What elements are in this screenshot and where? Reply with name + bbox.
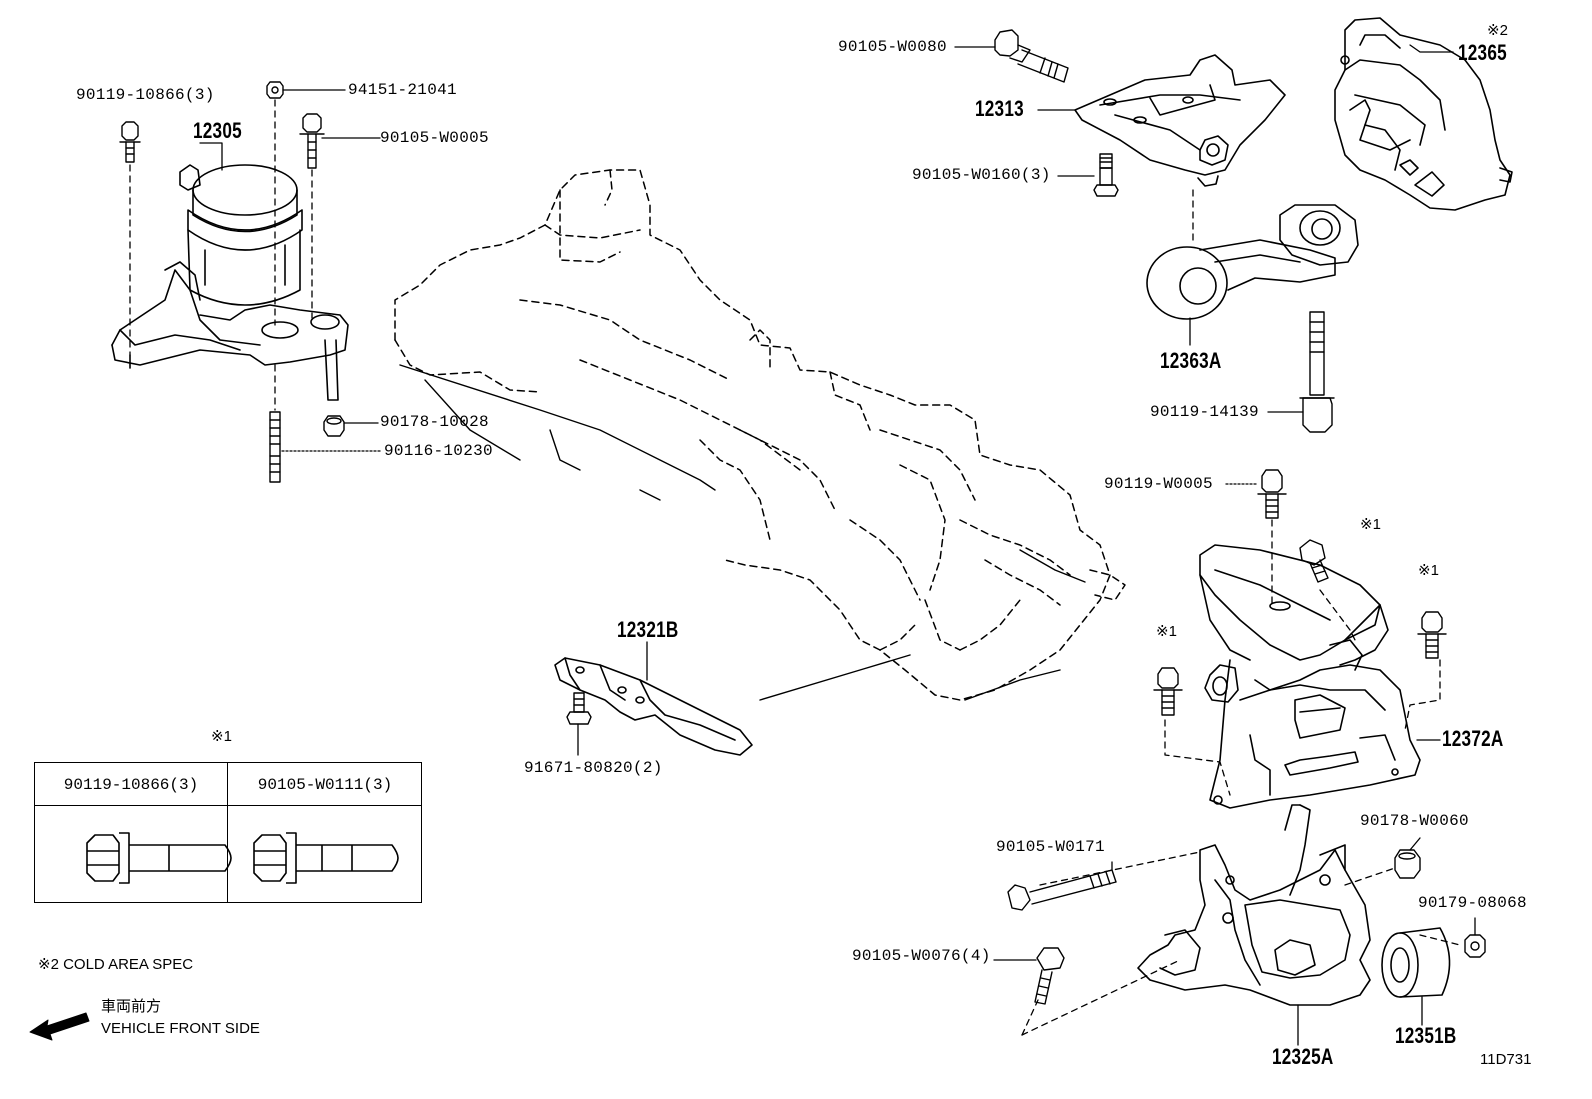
part-12325A-bracket [1137,804,1371,1006]
nut-90178-W0060 [1394,849,1421,879]
bolt-91671-80820 [566,692,592,725]
part-12363A-rod [1146,204,1359,320]
label-90116-10230: 90116-10230 [384,442,493,460]
bolt-90105-W0171 [1007,869,1117,911]
label-12363A: 12363A [1160,348,1222,373]
part-12325A-dashed [1021,851,1461,1036]
bolt-90105-W0080 [994,29,1069,83]
note-mark-1-right: ※1 [1418,562,1439,579]
bolt-note1-right [1417,611,1447,659]
note-mark-2: ※2 [1487,22,1508,39]
engine-solid-edges [399,364,1086,701]
bolt-note1-top [1299,539,1329,583]
part-12313-bracket [1074,54,1286,187]
front-label-jp: 車両前方 [101,998,162,1015]
label-12351B: 12351B [1395,1023,1457,1048]
label-12313: 12313 [975,96,1024,121]
label-90105-W0171: 90105-W0171 [996,838,1105,856]
bolt-90105-W0005 [299,113,325,169]
figure-code: 11D731 [1480,1051,1532,1068]
part-12372A-mount [1199,544,1421,809]
note-mark-1-left: ※1 [1156,623,1177,640]
label-90178-10028: 90178-10028 [380,413,489,431]
legend-table: 90119-10866(3) 90105-W0111(3) [34,762,422,903]
label-90178-W0060: 90178-W0060 [1360,812,1469,830]
bolt-note1-left [1153,667,1183,716]
front-label-en: VEHICLE FRONT SIDE [101,1020,260,1037]
bolt-90105-W0160 [1093,153,1119,197]
label-90119-14139: 90119-14139 [1150,403,1259,421]
label-12321B: 12321B [617,617,679,642]
label-12365: 12365 [1458,40,1507,65]
label-90105-W0005: 90105-W0005 [380,129,489,147]
label-90105-W0080: 90105-W0080 [838,38,947,56]
nut-90179-08068 [1464,934,1486,958]
label-12372A: 12372A [1442,726,1504,751]
bolt-90105-W0076 [1034,947,1065,1005]
label-94151-21041: 94151-21041 [348,81,457,99]
bolt-90119-10866 [119,121,141,163]
legend-col-1: 90119-10866(3) [35,763,232,902]
legend-col-2: 90105-W0111(3) [227,763,422,902]
label-90119-W0005: 90119-W0005 [1104,475,1213,493]
front-arrow [29,1012,90,1041]
part-12321B-bracket [554,657,753,756]
label-91671-80820-2: 91671-80820(2) [524,759,663,777]
legend-bolt-icon-1 [86,832,232,884]
nut-90178-10028 [323,415,345,437]
bolt-90119-W0005 [1257,469,1287,519]
nut-94151-21041 [266,81,284,99]
engine-outline [394,169,1126,701]
label-90119-10866-3: 90119-10866(3) [76,86,215,104]
note-mark-1-top: ※1 [1360,516,1381,533]
cold-area-note: ※2 COLD AREA SPEC [38,956,194,973]
part-12305-dashed-leaders [129,99,313,411]
part-12365-cover [1334,17,1513,211]
part-12372A-dashed [1164,519,1441,796]
label-90105-W0160-3: 90105-W0160(3) [912,166,1051,184]
stud-90116-10230 [269,411,281,483]
label-12305: 12305 [193,118,242,143]
label-12325A: 12325A [1272,1044,1334,1069]
legend-bolt-icon-2 [253,832,399,884]
part-12305-mount [111,164,349,401]
leader-lines [199,44,1476,1046]
legend-col-1-header: 90119-10866(3) [63,776,199,794]
part-12351B-bushing [1381,927,1451,998]
label-90105-W0076-4: 90105-W0076(4) [852,947,991,965]
legend-title-mark: ※1 [211,728,232,745]
bolt-90119-14139 [1299,311,1335,433]
legend-col-2-header: 90105-W0111(3) [257,776,393,794]
label-90179-08068: 90179-08068 [1418,894,1527,912]
